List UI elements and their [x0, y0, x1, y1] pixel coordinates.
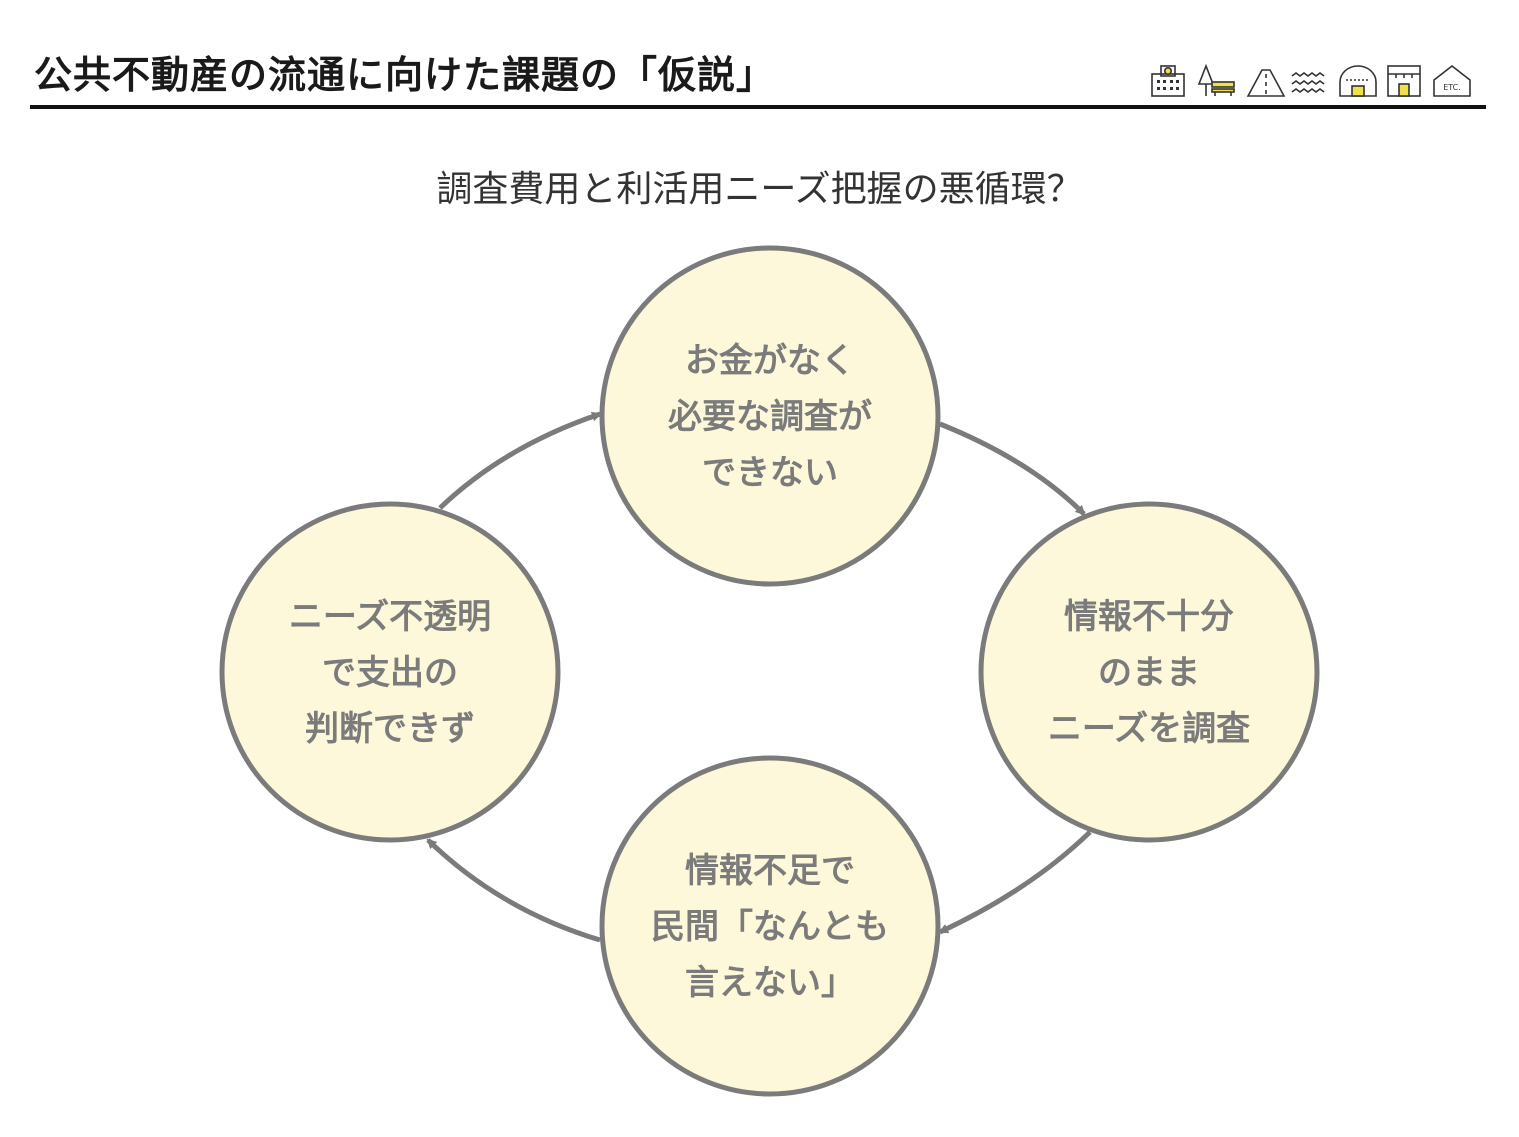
shop-icon: [1387, 65, 1421, 97]
cycle-node-text-line: 判断できず: [305, 709, 475, 749]
arrow-left-to-top: [438, 411, 602, 510]
water-icon: [1291, 72, 1325, 93]
cycle-node-text-line: お金がなく: [685, 341, 855, 381]
park-bench-icon: [1197, 63, 1235, 96]
cycle-node-text-line: 必要な調査が: [668, 397, 872, 437]
cycle-node-text-line: ニーズを調査: [1048, 709, 1250, 749]
diagram-title: 調査費用と利活用ニーズ把握の悪循環？: [436, 169, 1083, 210]
arrow-top-to-right: [939, 421, 1086, 516]
page-title: 公共不動産の流通に向けた課題の「仮説」: [34, 53, 776, 97]
cycle-node-text-line: 言えない」: [685, 963, 855, 1003]
arrow-right-to-bottom: [938, 830, 1092, 935]
cycle-node-circle: [978, 501, 1320, 843]
arrow-bottom-to-left: [426, 838, 601, 943]
title-divider: [30, 105, 1486, 109]
cycle-node-text-line: できない: [702, 453, 838, 493]
etc-label: ETC.: [1443, 83, 1461, 92]
cycle-node-text-line: ニーズ不透明: [289, 597, 491, 637]
category-icon-strip: ETC.: [1151, 63, 1471, 97]
road-icon: [1246, 69, 1286, 97]
school-building-icon: [1151, 65, 1185, 97]
cycle-node-circle: [599, 755, 941, 1097]
cycle-node-text-line: 情報不十分: [1064, 597, 1234, 637]
cycle-node-text-line: 情報不足で: [685, 851, 855, 891]
cycle-node-text-line: で支出の: [322, 653, 458, 693]
cycle-node-circle: [599, 245, 941, 587]
cycle-node-text-line: 民間「なんとも: [651, 907, 889, 947]
tunnel-icon: [1339, 65, 1377, 97]
etc-house-icon: [1433, 64, 1471, 97]
cycle-node-circle: [219, 501, 561, 843]
cycle-node-text-line: のまま: [1098, 653, 1200, 693]
